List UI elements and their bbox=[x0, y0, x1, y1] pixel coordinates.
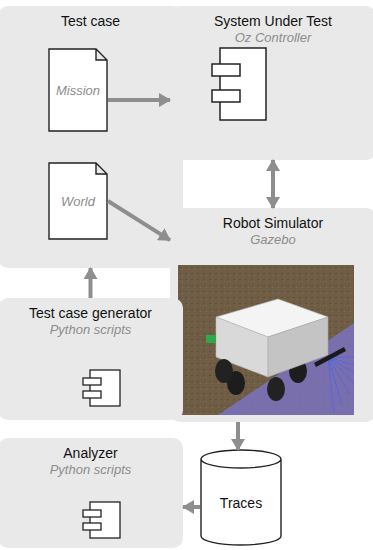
node-title: Robot Simulator bbox=[170, 215, 373, 232]
component-icon bbox=[80, 500, 124, 540]
node-subtitle: Python scripts bbox=[0, 462, 183, 478]
node-title: Traces bbox=[220, 495, 262, 511]
robot-simulator-panel: Robot SimulatorGazebo bbox=[170, 208, 373, 422]
flow-arrow bbox=[108, 201, 170, 240]
system-under-test-panel: System Under TestOz Controller bbox=[170, 6, 373, 160]
flow-arrow bbox=[108, 98, 170, 102]
node-title: Analyzer bbox=[0, 445, 183, 462]
test-case-generator-panel: Test case generatorPython scripts bbox=[0, 298, 183, 420]
traces-cylinder: Traces bbox=[200, 450, 282, 545]
node-title: Test case generator bbox=[0, 305, 183, 322]
mission-document: Mission bbox=[48, 48, 108, 132]
flow-arrow bbox=[271, 160, 275, 208]
node-subtitle: Oz Controller bbox=[170, 30, 373, 46]
flow-arrow bbox=[236, 422, 240, 450]
node-title: System Under Test bbox=[170, 13, 373, 30]
node-title: Mission bbox=[56, 83, 100, 98]
node-subtitle: Python scripts bbox=[0, 322, 183, 338]
node-title: Test case bbox=[0, 13, 183, 30]
node-subtitle: Gazebo bbox=[170, 232, 373, 248]
node-title: World bbox=[61, 194, 95, 209]
analyzer-panel: AnalyzerPython scripts bbox=[0, 438, 183, 548]
world-document: World bbox=[48, 162, 108, 240]
test-case-panel: Test caseMissionWorld bbox=[0, 6, 183, 268]
component-icon bbox=[210, 46, 270, 126]
component-icon bbox=[80, 368, 124, 408]
robot-illustration bbox=[178, 265, 354, 415]
flow-arrow bbox=[183, 505, 200, 509]
flow-arrow bbox=[89, 268, 93, 298]
